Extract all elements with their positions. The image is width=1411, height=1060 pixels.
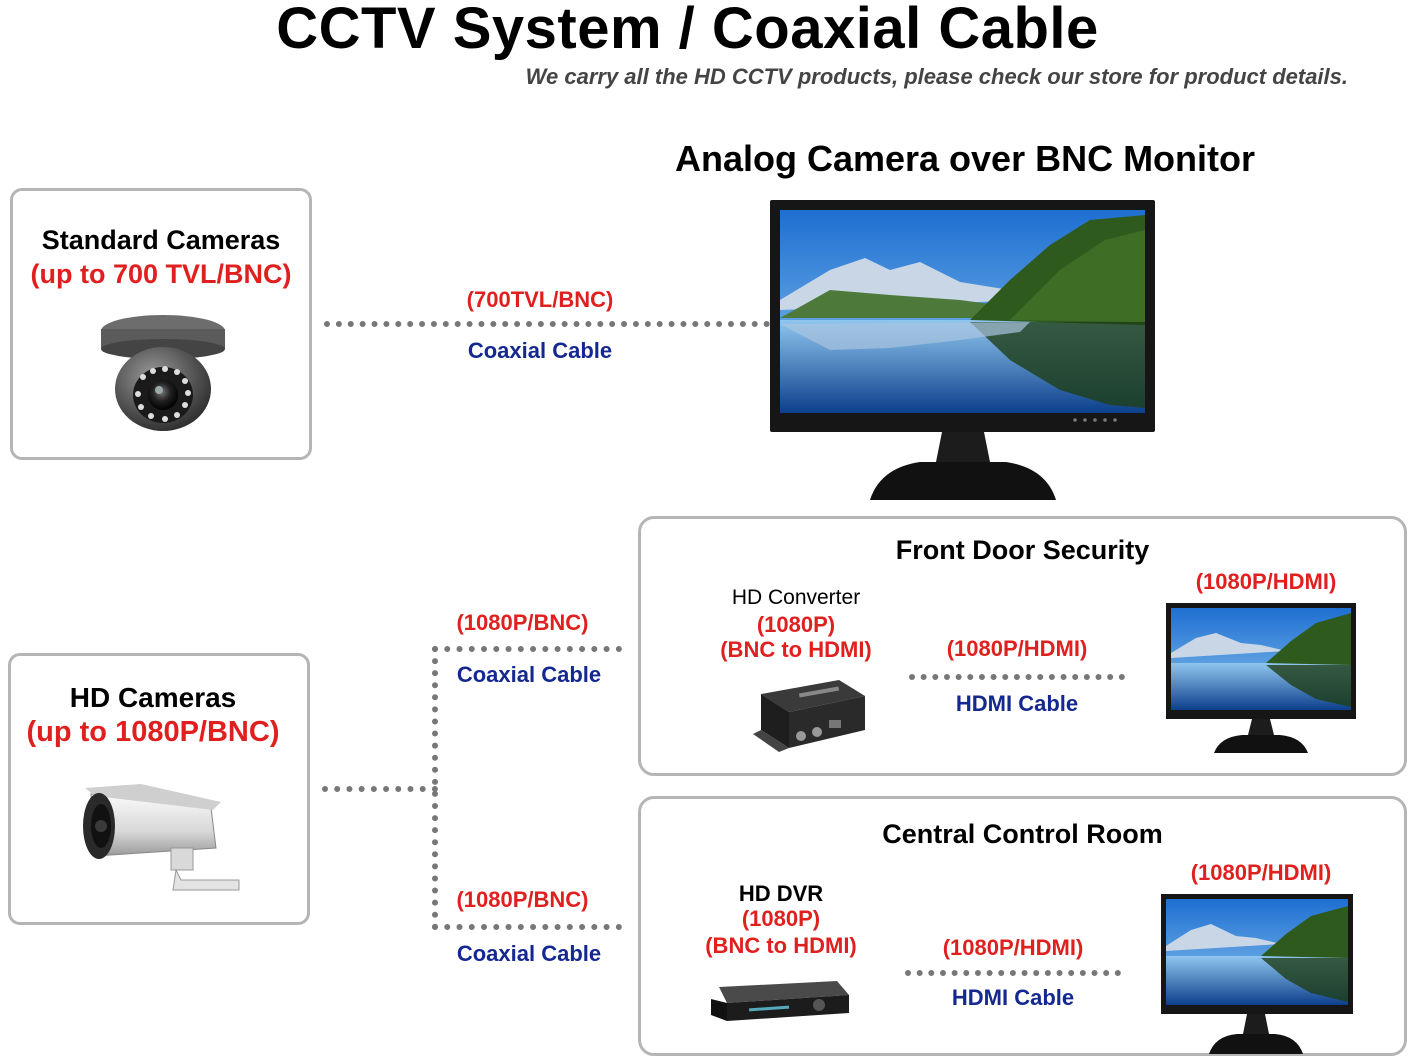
analog-monitor-title: Analog Camera over BNC Monitor — [674, 138, 1256, 179]
control-room-link-cable: HDMI Cable — [951, 985, 1075, 1010]
control-room-device-io: (BNC to HDMI) — [705, 933, 857, 958]
hd-bottom-link-cable: Coaxial Cable — [456, 941, 602, 966]
analog-link-spec: (700TVL/BNC) — [466, 287, 614, 312]
bullet-camera-icon — [83, 784, 240, 891]
front-door-monitor-icon — [1166, 603, 1356, 753]
hd-top-coax-line — [432, 646, 622, 652]
control-room-monitor-spec: (1080P/HDMI) — [1190, 860, 1332, 885]
front-door-monitor-spec: (1080P/HDMI) — [1195, 569, 1337, 594]
analog-coax-line — [324, 321, 770, 327]
front-door-link-spec: (1080P/HDMI) — [946, 636, 1088, 661]
front-door-panel: Front Door Security HD Converter (1080P)… — [638, 516, 1407, 776]
hd-converter-icon — [753, 680, 865, 752]
control-room-panel: Central Control Room HD DVR (1080P) (BNC… — [638, 796, 1407, 1056]
dome-camera-icon — [101, 315, 225, 431]
hd-split-coax-line — [432, 646, 438, 930]
page-subtitle: We carry all the HD CCTV products, pleas… — [525, 64, 1348, 89]
analog-link-cable: Coaxial Cable — [467, 338, 613, 363]
control-room-device-res: (1080P) — [741, 906, 821, 931]
control-room-hdmi-line — [905, 970, 1121, 976]
hd-bottom-coax-line — [432, 924, 622, 930]
control-room-title: Central Control Room — [882, 819, 1163, 849]
standard-cameras-title: Standard Cameras — [41, 225, 281, 255]
standard-cameras-spec: (up to 700 TVL/BNC) — [30, 259, 292, 289]
analog-monitor-icon — [770, 200, 1155, 500]
control-room-device-name: HD DVR — [738, 881, 824, 906]
standard-cameras-box: Standard Cameras (up to 700 TVL/BNC) — [10, 188, 312, 460]
front-door-device-io: (BNC to HDMI) — [720, 637, 872, 662]
page-title: CCTV System / Coaxial Cable — [276, 0, 1099, 61]
front-door-hdmi-line — [909, 674, 1125, 680]
front-door-title: Front Door Security — [895, 535, 1150, 565]
front-door-device-name: HD Converter — [731, 586, 861, 609]
control-room-link-spec: (1080P/HDMI) — [942, 935, 1084, 960]
hd-top-link-spec: (1080P/BNC) — [456, 610, 589, 635]
hd-cameras-title: HD Cameras — [69, 682, 237, 713]
hd-top-link-cable: Coaxial Cable — [456, 662, 602, 687]
control-room-monitor-icon — [1161, 894, 1353, 1054]
hd-cameras-box: HD Cameras (up to 1080P/BNC) — [8, 653, 310, 925]
front-door-device-res: (1080P) — [756, 612, 836, 637]
front-door-link-cable: HDMI Cable — [955, 691, 1079, 716]
hd-main-coax-line — [322, 786, 438, 792]
hd-cameras-spec: (up to 1080P/BNC) — [26, 716, 280, 748]
hd-dvr-icon — [711, 981, 849, 1021]
hd-bottom-link-spec: (1080P/BNC) — [456, 887, 589, 912]
